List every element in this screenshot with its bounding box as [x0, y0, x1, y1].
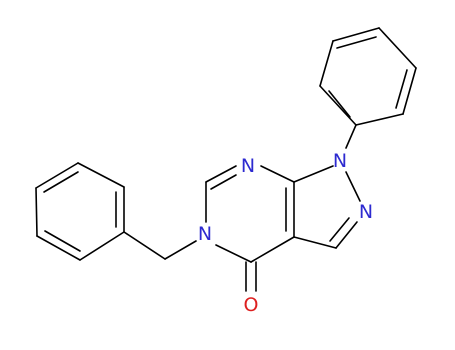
bond: [35, 162, 79, 189]
bond: [43, 171, 79, 193]
atom-label-n5: N: [198, 223, 212, 245]
bond: [44, 230, 81, 252]
bond: [319, 85, 357, 126]
atom-label-n1: N: [333, 150, 347, 172]
bond: [36, 235, 81, 261]
atom-labels: N N N N O: [198, 150, 373, 316]
bond: [319, 40, 334, 87]
bond: [293, 236, 337, 249]
bond: [35, 187, 38, 237]
bond: [328, 90, 351, 118]
bond: [260, 165, 295, 183]
bond: [345, 171, 361, 202]
bond: [335, 221, 358, 249]
bond: [250, 236, 295, 263]
bonds: [35, 27, 417, 292]
bond: [215, 244, 252, 263]
bond: [123, 231, 166, 260]
bond: [332, 27, 380, 42]
bond: [79, 231, 125, 261]
atom-label-o4: O: [244, 294, 259, 316]
bond: [210, 174, 237, 190]
bond: [355, 113, 404, 126]
bond: [336, 36, 377, 49]
bond: [293, 165, 334, 183]
atom-label-n2: N: [359, 201, 373, 223]
bond: [345, 124, 357, 149]
bond: [329, 217, 350, 242]
atom-label-n7: N: [241, 155, 255, 177]
bond: [378, 27, 417, 69]
bond: [205, 165, 237, 183]
bond: [77, 162, 125, 188]
bond: [395, 69, 408, 109]
bond: [402, 67, 417, 115]
bond: [164, 240, 197, 260]
